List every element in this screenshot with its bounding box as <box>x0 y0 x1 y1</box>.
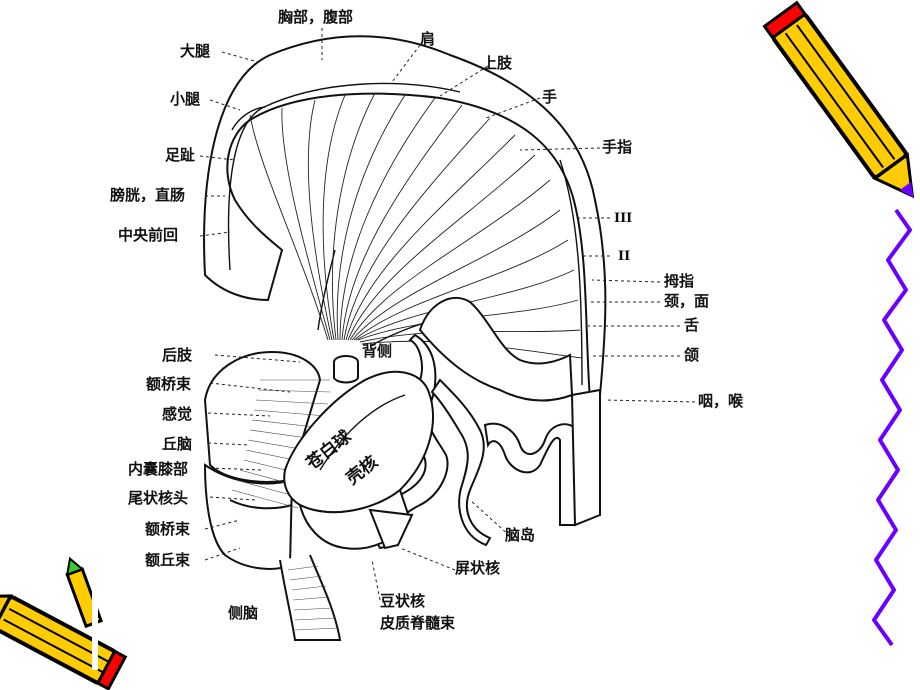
labels-bottom: 脑岛 屏状核 豆状核 皮质脊髓束 侧脑 <box>228 526 535 632</box>
labels-right: 拇指 颈，面 舌 颌 咽，喉 <box>663 272 744 410</box>
leader-lines <box>199 28 696 601</box>
thalamus-block <box>203 350 359 570</box>
label-lentiform: 豆状核 <box>380 592 425 610</box>
label-lenticular: 尾状核头 <box>128 489 188 507</box>
cortex-outline <box>203 35 607 402</box>
zigzag-border <box>872 208 912 647</box>
label-neck-face: 颈，面 <box>663 292 709 310</box>
corticospinal-tract <box>279 554 342 641</box>
label-shoulder: 肩 <box>420 30 435 48</box>
label-throat: 咽，喉 <box>698 392 744 410</box>
label-dorsal: 背侧 <box>362 342 392 360</box>
lentiform-nucleus <box>283 370 434 550</box>
label-calf: 小腿 <box>170 90 200 108</box>
label-jaw: 颌 <box>684 346 699 364</box>
labels-top: 肩 上肢 手 手指 III II <box>420 30 632 264</box>
label-chest-back: 胸部，腹部 <box>278 8 353 26</box>
bottom-left-white-strip <box>92 560 98 670</box>
label-fingers: 手指 <box>602 138 632 156</box>
label-III: III <box>614 211 632 226</box>
label-precentral: 中央前回 <box>118 226 178 244</box>
label-lateral-ventricle: 侧脑 <box>228 604 258 622</box>
label-tongue: 舌 <box>684 316 699 334</box>
label-corticospinal: 皮质脊髓束 <box>380 614 456 632</box>
label-thumb: 拇指 <box>664 272 694 290</box>
label-hand: 手 <box>542 88 557 106</box>
labels-left: 胸部，腹部 大腿 小腿 足趾 膀胱，直肠 中央前回 后肢 额桥束 感觉 丘脑 内… <box>110 8 353 569</box>
fiber-fan <box>249 92 583 359</box>
label-frontopontine: 额桥束 <box>145 520 191 538</box>
label-cortico-pontine: 额桥束 <box>146 375 192 393</box>
label-internal-capsule: 内囊膝部 <box>128 460 188 478</box>
label-upper-limb: 上肢 <box>482 54 513 72</box>
pencil-icon <box>762 0 915 199</box>
label-thalamo: 额丘束 <box>145 551 191 569</box>
label-posterior-limb: 后肢 <box>162 346 193 364</box>
label-thalamus: 丘脑 <box>162 435 192 453</box>
label-foot: 足趾 <box>165 146 195 164</box>
pencil-icon <box>0 594 128 690</box>
insula-folds <box>374 297 601 550</box>
label-sensory: 感觉 <box>162 405 192 423</box>
label-rectum-bladder: 膀胱，直肠 <box>110 186 185 204</box>
label-claustrum: 屏状核 <box>455 559 500 577</box>
label-II: II <box>618 249 630 264</box>
label-thigh: 大腿 <box>180 42 210 60</box>
label-insula: 脑岛 <box>505 526 535 544</box>
